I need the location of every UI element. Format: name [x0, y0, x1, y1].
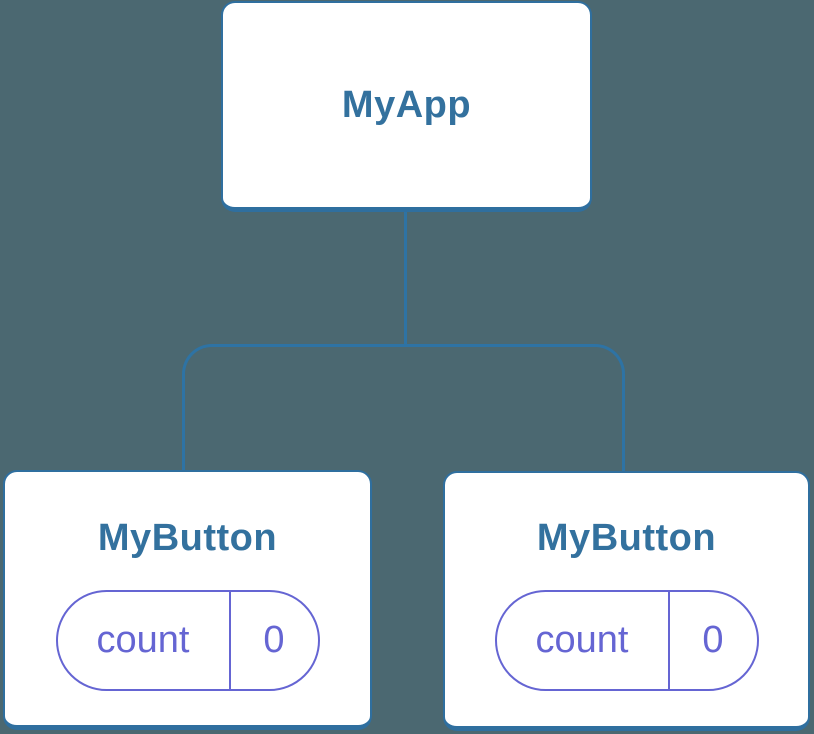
state-value: 0 — [702, 619, 724, 661]
tree-node-child-left: MyButton count 0 — [3, 470, 372, 730]
tree-node-root: MyApp — [221, 1, 592, 212]
state-pill: count 0 — [55, 590, 320, 691]
child-node-label: MyButton — [536, 517, 717, 559]
connector-stem-line — [404, 212, 407, 345]
state-pill: count 0 — [494, 590, 759, 691]
state-key-label: count — [58, 592, 231, 689]
state-value: 0 — [263, 619, 285, 661]
root-node-label: MyApp — [341, 84, 472, 126]
connector-branch-bracket — [182, 344, 625, 472]
child-node-label: MyButton — [97, 517, 278, 559]
state-key-label: count — [497, 592, 670, 689]
tree-node-child-right: MyButton count 0 — [443, 471, 810, 731]
